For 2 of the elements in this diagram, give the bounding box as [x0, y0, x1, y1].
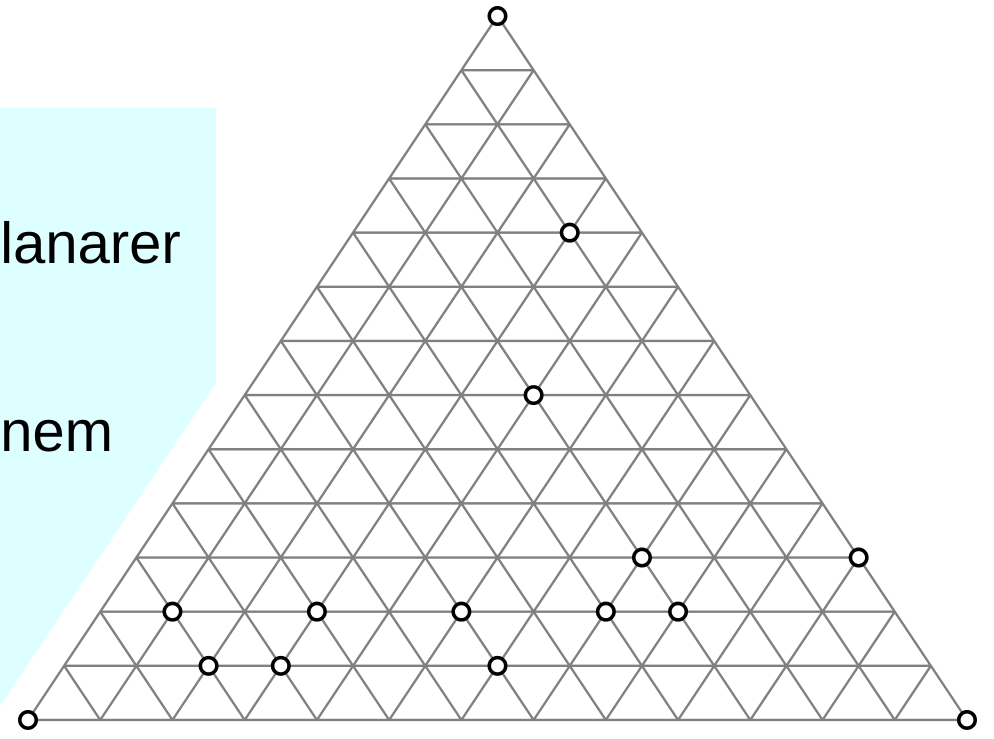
word-label: lanarer — [4, 220, 180, 264]
word-label: nem — [4, 420, 110, 452]
